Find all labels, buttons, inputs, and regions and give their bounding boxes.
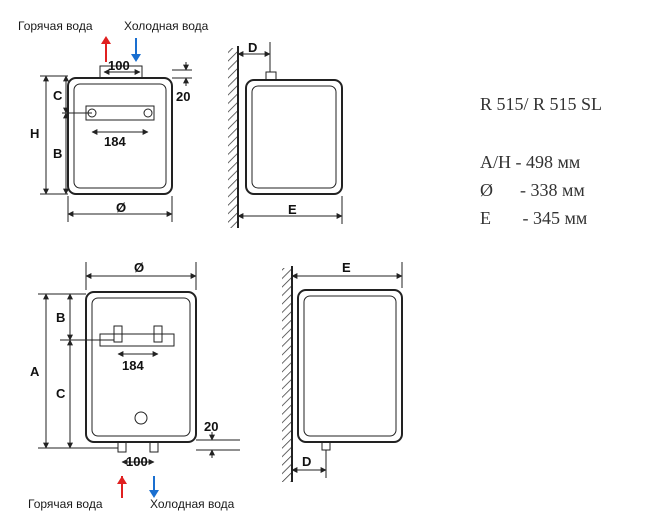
heater-body-bottom — [85, 291, 197, 443]
bottom-side-view: E D — [282, 260, 403, 482]
mount-hook-right — [153, 325, 163, 343]
dim-b-bottom: B — [56, 310, 65, 325]
dim-a: A — [30, 364, 40, 379]
dim-c-bottom: C — [56, 386, 66, 401]
side-body-top — [245, 79, 343, 195]
heater-body-inner — [73, 83, 167, 189]
dim-184-bottom: 184 — [122, 358, 144, 373]
cold-water-label-bottom: Холодная вода — [150, 497, 235, 511]
pipe-cold-bottom — [149, 441, 159, 453]
model-name: R 515/ R 515 SL — [480, 94, 603, 114]
spec-row-e: E - 345 мм — [480, 208, 588, 228]
top-front-view: Горячая вода Холодная вода 100 184 20 H — [18, 19, 209, 222]
dim-h: H — [30, 126, 39, 141]
dim-e-top: E — [288, 202, 297, 217]
hot-water-arrow-head — [101, 36, 111, 44]
pipe-block — [99, 65, 143, 79]
dim-184-top: 184 — [104, 134, 126, 149]
hot-water-label: Горячая вода — [18, 19, 93, 33]
indicator-lamp — [134, 411, 148, 425]
wall-hatch-top — [228, 48, 238, 228]
hot-water-arrow-bottom-head — [117, 476, 127, 484]
side-pipe-top — [265, 71, 277, 81]
cold-water-arrow-bottom-head — [149, 490, 159, 498]
dim-dia-top: Ø — [116, 200, 126, 215]
side-body-bottom-inner — [303, 295, 397, 437]
mount-hook-left — [113, 325, 123, 343]
side-body-bottom — [297, 289, 403, 443]
spec-row-diameter: Ø - 338 мм — [480, 180, 585, 200]
dim-dia-bottom: Ø — [134, 260, 144, 275]
spec-row-a-h: A/H - 498 мм — [480, 152, 581, 172]
dim-20-top: 20 — [176, 89, 190, 104]
dim-d-bottom: D — [302, 454, 311, 469]
dim-20-bottom: 20 — [204, 419, 218, 434]
heater-body-bottom-inner — [91, 297, 191, 437]
pipe-hot-bottom — [117, 441, 127, 453]
side-body-inner — [251, 85, 337, 189]
side-pipe-bottom — [321, 441, 331, 451]
wall-hatch-bottom — [282, 268, 292, 482]
hot-water-label-bottom: Горячая вода — [28, 497, 103, 511]
dim-100-top: 100 — [108, 58, 130, 73]
top-side-view: D E — [228, 40, 343, 228]
dim-d-top: D — [248, 40, 257, 55]
dim-b: B — [53, 146, 62, 161]
cold-water-label: Холодная вода — [124, 19, 209, 33]
dim-100-bottom: 100 — [126, 454, 148, 469]
dim-c: C — [53, 88, 63, 103]
bottom-front-view: Горячая вода Холодная вода 100 184 20 Ø … — [28, 260, 240, 511]
mount-hole-right — [143, 108, 153, 118]
dim-e-bottom: E — [342, 260, 351, 275]
cold-water-arrow-head — [131, 54, 141, 62]
